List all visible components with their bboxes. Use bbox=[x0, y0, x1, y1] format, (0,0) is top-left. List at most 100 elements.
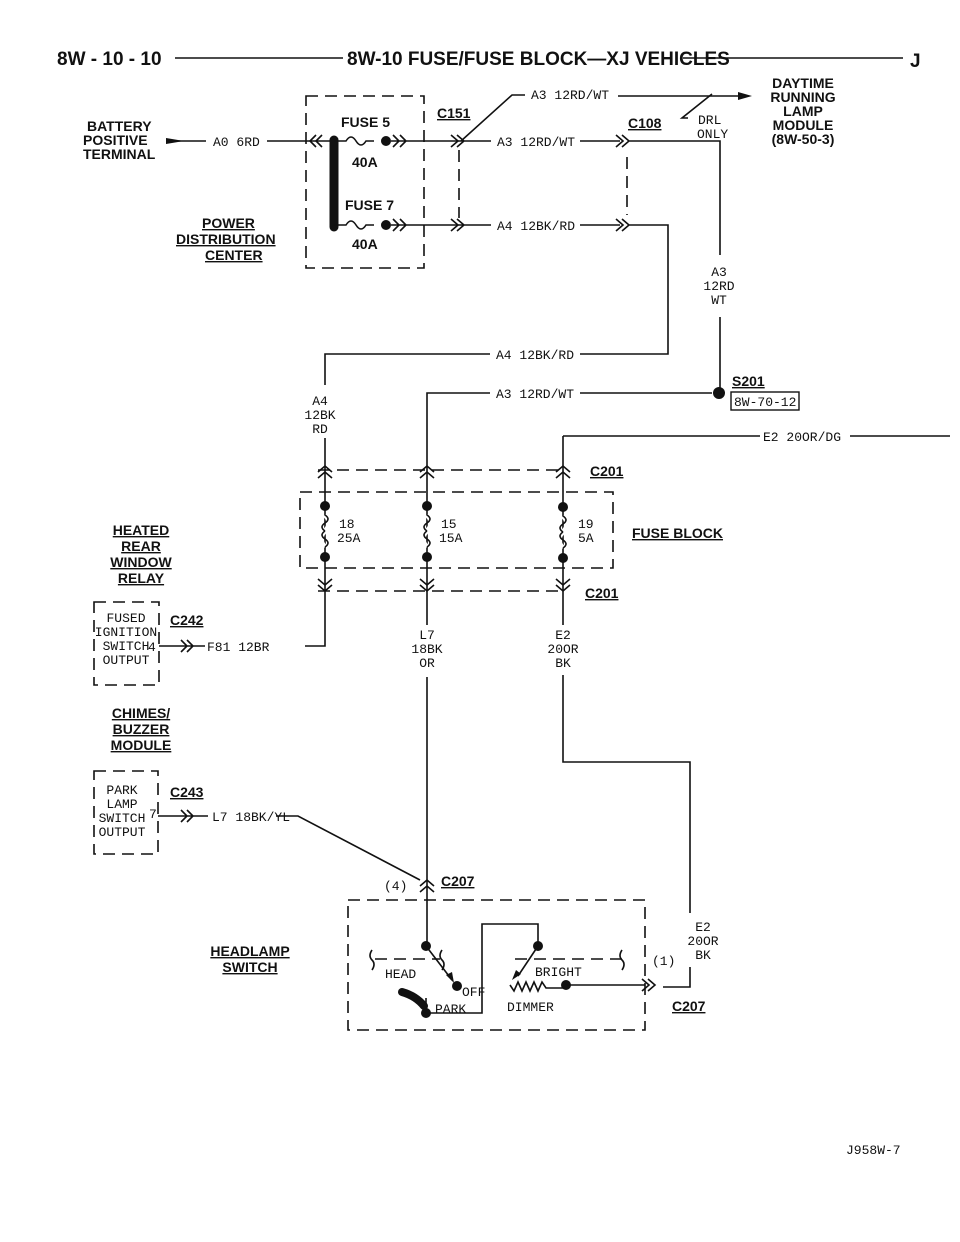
splice-s201 bbox=[713, 387, 725, 399]
wire-label: A3 12RD/WT bbox=[531, 88, 609, 103]
connector-c207: C207 bbox=[441, 873, 475, 889]
pin-number: (1) bbox=[652, 954, 675, 969]
headlamp-switch-box bbox=[347, 899, 646, 1031]
svg-text:12RD: 12RD bbox=[703, 279, 734, 294]
c243-box-label: PARK LAMP SWITCH OUTPUT bbox=[99, 783, 146, 840]
dimmer-label: DIMMER bbox=[507, 1000, 554, 1015]
svg-text:E2: E2 bbox=[555, 628, 571, 643]
svg-text:SWITCH: SWITCH bbox=[103, 639, 150, 654]
svg-text:BUZZER: BUZZER bbox=[113, 721, 170, 737]
svg-text:POSITIVE: POSITIVE bbox=[83, 132, 148, 148]
wire bbox=[324, 134, 950, 595]
wire-label: A4 12BK/RD bbox=[497, 219, 575, 234]
svg-text:SWITCH: SWITCH bbox=[222, 959, 277, 975]
svg-text:FUSED: FUSED bbox=[106, 611, 145, 626]
wire-label-a4-vertical: A4 12BK RD bbox=[304, 394, 335, 437]
svg-text:(8W-50-3): (8W-50-3) bbox=[772, 131, 835, 147]
heated-rear-window-relay-label: HEATED REAR WINDOW RELAY bbox=[110, 522, 172, 586]
wire-label: E2 20OR/DG bbox=[763, 430, 841, 445]
drl-note: DRL bbox=[698, 113, 721, 128]
section-letter: J bbox=[910, 51, 921, 72]
fuse-icon bbox=[318, 501, 570, 563]
wire bbox=[426, 595, 691, 988]
drl-arrow-icon bbox=[679, 93, 713, 119]
pin-number: 4 bbox=[148, 640, 156, 655]
connector-icon bbox=[308, 134, 461, 232]
drl-note: ONLY bbox=[697, 127, 728, 142]
fuse-block-box bbox=[299, 491, 614, 569]
fuse-rating: 15A bbox=[439, 531, 463, 546]
connector-c207: C207 bbox=[672, 998, 706, 1014]
svg-text:E2: E2 bbox=[695, 920, 711, 935]
fuse-rating: 5A bbox=[578, 531, 594, 546]
wire-label-e2-vertical-2: E2 20OR BK bbox=[687, 920, 718, 963]
svg-text:12BK: 12BK bbox=[304, 408, 335, 423]
fuse-icon bbox=[334, 136, 374, 230]
wire-label-l7-vertical: L7 18BK OR bbox=[411, 628, 442, 671]
figure-id: J958W-7 bbox=[846, 1143, 901, 1158]
c242-box-label: FUSED IGNITION SWITCH OUTPUT bbox=[95, 611, 157, 668]
wire-label: A4 12BK/RD bbox=[496, 348, 574, 363]
svg-text:CENTER: CENTER bbox=[205, 247, 263, 263]
svg-text:RELAY: RELAY bbox=[118, 570, 165, 586]
svg-text:BK: BK bbox=[555, 656, 571, 671]
svg-text:OUTPUT: OUTPUT bbox=[99, 825, 146, 840]
svg-text:HEATED: HEATED bbox=[113, 522, 170, 538]
svg-text:REAR: REAR bbox=[121, 538, 161, 554]
fuse-rating: 40A bbox=[352, 236, 378, 252]
svg-text:WINDOW: WINDOW bbox=[110, 554, 172, 570]
connector-icon bbox=[450, 94, 525, 232]
fuse-number: 15 bbox=[441, 517, 457, 532]
fuse-rating: 25A bbox=[337, 531, 361, 546]
wire-label: A3 12RD/WT bbox=[496, 387, 574, 402]
svg-text:20OR: 20OR bbox=[547, 642, 578, 657]
pdc-box bbox=[305, 95, 425, 269]
svg-text:WT: WT bbox=[711, 293, 727, 308]
connector-icon bbox=[317, 464, 571, 593]
wire-label: L7 18BK/YL bbox=[212, 810, 290, 825]
c242-box bbox=[93, 601, 160, 686]
connector-c242: C242 bbox=[170, 612, 204, 628]
svg-text:A3: A3 bbox=[711, 265, 727, 280]
position-label: HEAD bbox=[385, 967, 416, 982]
svg-text:SWITCH: SWITCH bbox=[99, 811, 146, 826]
svg-text:DISTRIBUTION: DISTRIBUTION bbox=[176, 231, 276, 247]
svg-text:RUNNING: RUNNING bbox=[770, 89, 835, 105]
wire-label: A3 12RD/WT bbox=[497, 135, 575, 150]
ref-box bbox=[730, 391, 800, 411]
connector-icon bbox=[419, 878, 435, 893]
svg-text:LAMP: LAMP bbox=[106, 797, 137, 812]
c243-box bbox=[93, 770, 159, 855]
pin-number: (4) bbox=[384, 879, 407, 894]
fuse-label: FUSE 7 bbox=[345, 197, 394, 213]
svg-text:PARK: PARK bbox=[106, 783, 137, 798]
pdc-label: POWER DISTRIBUTION CENTER bbox=[176, 215, 276, 263]
connector-c243: C243 bbox=[170, 784, 204, 800]
svg-text:MODULE: MODULE bbox=[111, 737, 172, 753]
headlamp-switch-contacts bbox=[369, 923, 645, 1018]
svg-text:A4: A4 bbox=[312, 394, 328, 409]
splice-label: S201 bbox=[732, 373, 765, 389]
connector-c201: C201 bbox=[585, 585, 619, 601]
svg-text:OUTPUT: OUTPUT bbox=[103, 653, 150, 668]
svg-text:POWER: POWER bbox=[202, 215, 255, 231]
svg-text:IGNITION: IGNITION bbox=[95, 625, 157, 640]
position-label: OFF bbox=[462, 985, 485, 1000]
svg-text:BK: BK bbox=[695, 948, 711, 963]
connector-c108: C108 bbox=[628, 115, 662, 131]
page-number: 8W - 10 - 10 bbox=[57, 49, 162, 70]
page-reference[interactable]: 8W-70-12 bbox=[734, 395, 796, 410]
svg-text:18BK: 18BK bbox=[411, 642, 442, 657]
svg-text:MODULE: MODULE bbox=[773, 117, 834, 133]
svg-text:BATTERY: BATTERY bbox=[87, 118, 152, 134]
position-label: PARK bbox=[435, 1002, 466, 1017]
svg-text:20OR: 20OR bbox=[687, 934, 718, 949]
fuse-label: FUSE 5 bbox=[341, 114, 390, 130]
connector-c201: C201 bbox=[590, 463, 624, 479]
fuse-rating: 40A bbox=[352, 154, 378, 170]
fuse-number: 18 bbox=[339, 517, 355, 532]
svg-text:OR: OR bbox=[419, 656, 435, 671]
position-label: BRIGHT bbox=[535, 965, 582, 980]
svg-text:HEADLAMP: HEADLAMP bbox=[210, 943, 289, 959]
